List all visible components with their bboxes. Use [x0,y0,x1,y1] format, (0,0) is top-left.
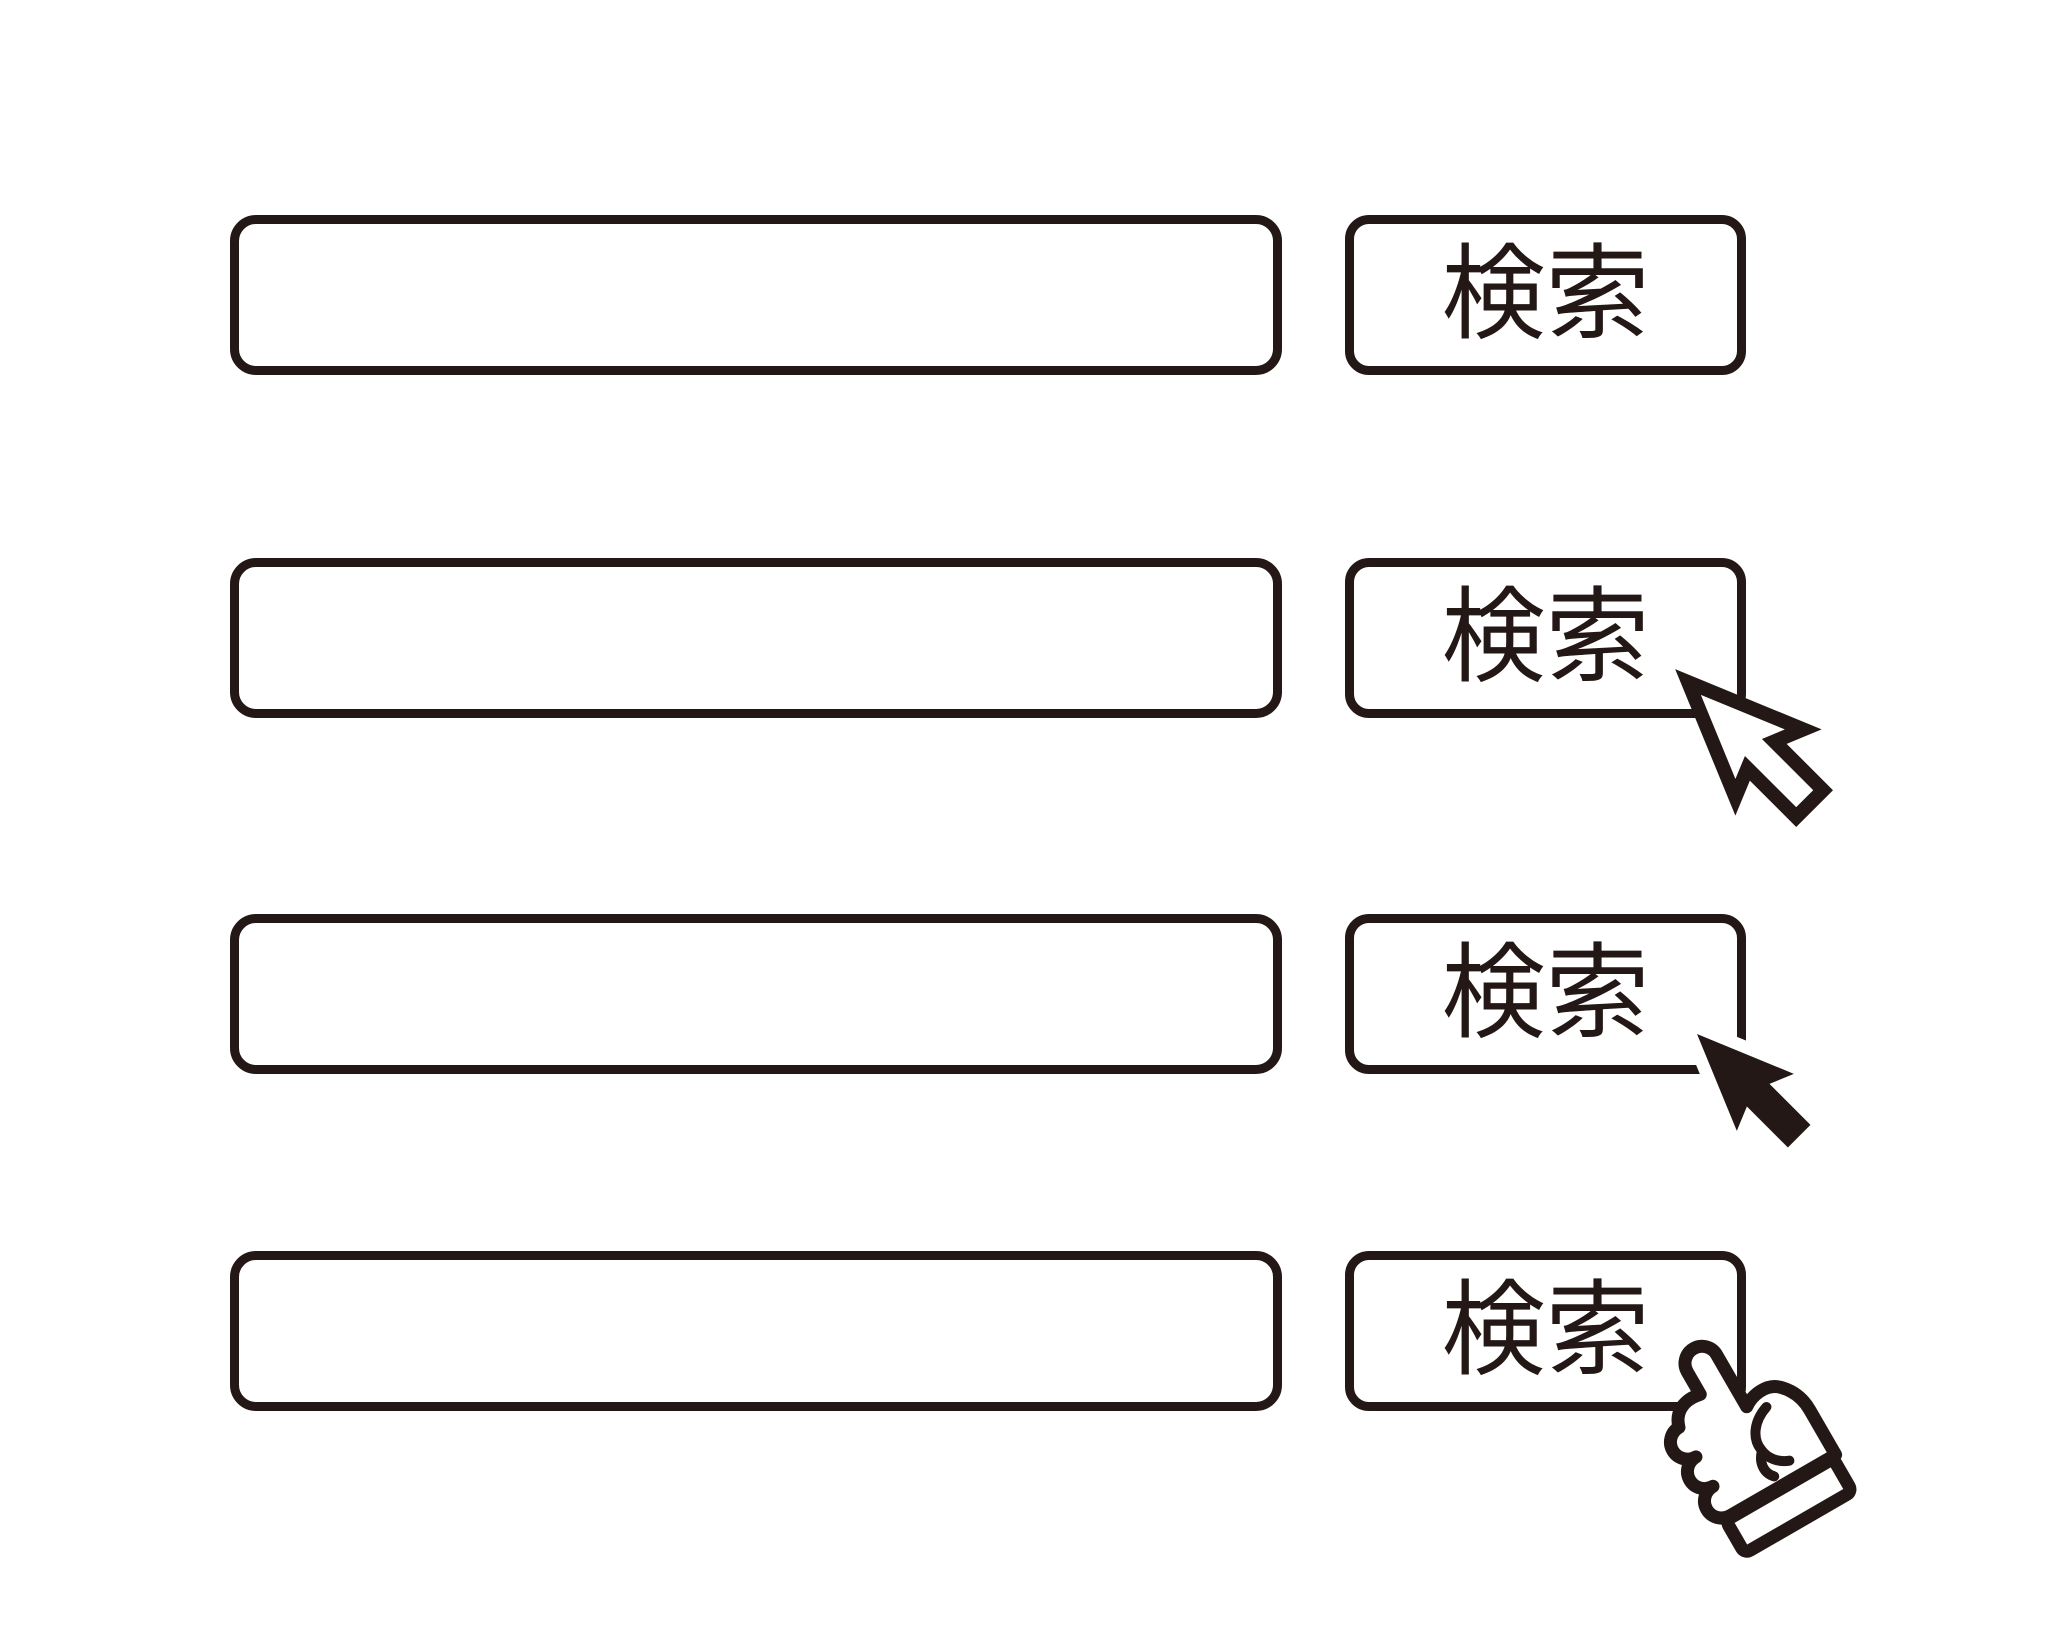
search-input[interactable] [230,1251,1282,1411]
search-input[interactable] [230,914,1282,1074]
search-input[interactable] [230,215,1282,375]
search-button[interactable]: 検索 [1345,558,1746,718]
search-button[interactable]: 検索 [1345,914,1746,1074]
search-button-label: 検索 [1441,237,1650,353]
search-button-label: 検索 [1441,1273,1650,1389]
search-button-label: 検索 [1441,936,1650,1052]
search-input[interactable] [230,558,1282,718]
search-row: 検索 [0,1251,2048,1411]
search-button[interactable]: 検索 [1345,215,1746,375]
search-row: 検索 [0,558,2048,718]
search-button-label: 検索 [1441,580,1650,696]
search-button[interactable]: 検索 [1345,1251,1746,1411]
search-row: 検索 [0,914,2048,1074]
search-row: 検索 [0,215,2048,375]
